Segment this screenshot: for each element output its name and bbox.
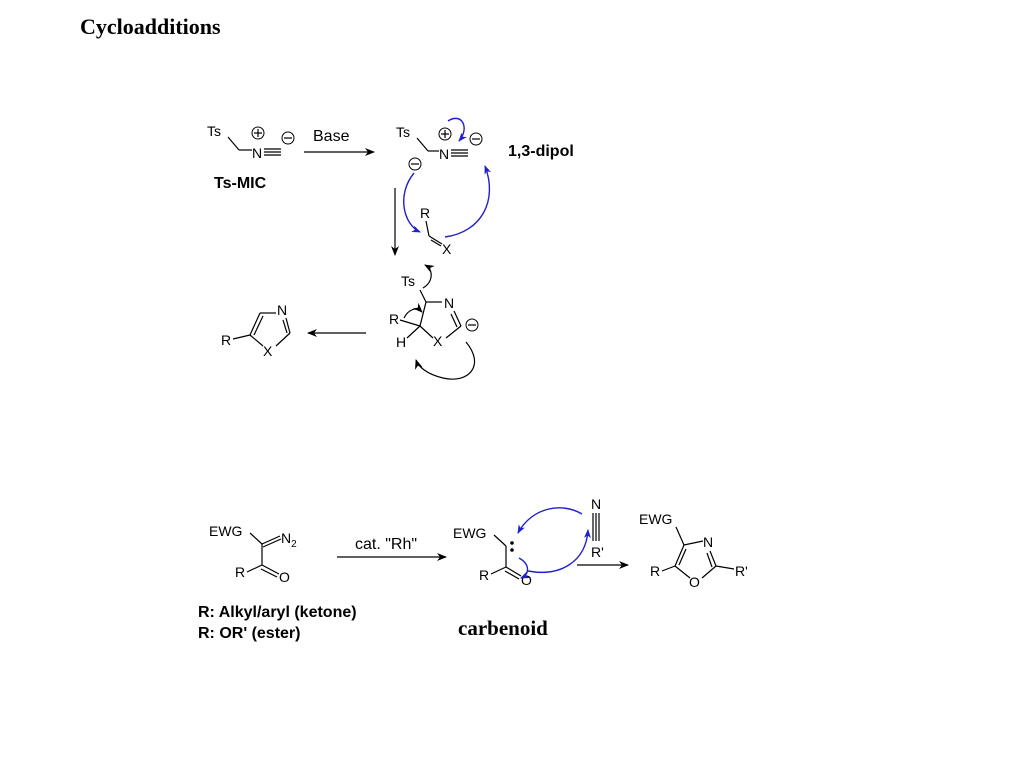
electron-dot-icon <box>510 548 514 552</box>
tsmic-structure: Ts N Ts-MIC <box>207 123 295 192</box>
oxazole-n-label: N <box>703 534 713 550</box>
oxazole-ewg-label: EWG <box>639 511 672 527</box>
plus-charge-icon <box>251 126 265 140</box>
carbenoid-ewg-label: EWG <box>453 525 486 541</box>
intermediate-r-label: R <box>389 311 399 327</box>
nitrile-structure: N R' <box>591 496 604 560</box>
nitrile-r-label: R' <box>591 544 604 560</box>
base-arrow-label: Base <box>313 128 350 145</box>
curved-arrow-icon <box>422 264 435 289</box>
dipole-structure: Ts N 1,3-dipol <box>396 124 574 171</box>
minus-charge-icon <box>408 157 422 171</box>
curved-arrow-icon <box>517 507 583 534</box>
alkene-structure: R X <box>420 205 452 257</box>
diazo-structure: EWG N2 R O <box>209 523 297 585</box>
carbenoid-label: carbenoid <box>458 616 548 640</box>
oxazole-structure: EWG N O R R' <box>639 511 748 590</box>
tsmic-name: Ts-MIC <box>214 175 267 192</box>
intermediate-structure: Ts N X R H <box>389 273 479 350</box>
dipole-n-label: N <box>439 146 449 162</box>
diazo-r-label: R <box>235 564 245 580</box>
tsmic-ts-label: Ts <box>207 123 221 139</box>
oxazole-o-label: O <box>689 574 700 590</box>
oxazole-r2-label: R' <box>735 563 748 579</box>
r-note-ketone: R: Alkyl/aryl (ketone) <box>198 604 357 621</box>
dipole-label: 1,3-dipol <box>508 143 574 160</box>
curved-arrow-icon <box>518 557 530 579</box>
curved-arrow-icon <box>403 302 423 319</box>
dipole-ts-label: Ts <box>396 124 410 140</box>
plus-charge-icon <box>438 127 452 141</box>
curved-arrow-icon <box>447 117 467 142</box>
product-n-label: N <box>277 302 287 318</box>
product-structure: R N X <box>221 302 291 359</box>
rh-arrow-label: cat. "Rh" <box>355 536 417 553</box>
page-title: Cycloadditions <box>80 14 221 39</box>
diazo-n2-label: N2 <box>281 530 297 550</box>
minus-charge-icon <box>469 132 483 146</box>
diazo-o-label: O <box>279 569 290 585</box>
minus-charge-icon <box>281 131 295 145</box>
alkene-r-label: R <box>420 205 430 221</box>
product-r-label: R <box>221 332 231 348</box>
tsmic-n-label: N <box>252 145 262 161</box>
intermediate-n-label: N <box>444 295 454 311</box>
oxazole-r-label: R <box>650 563 660 579</box>
intermediate-x-label: X <box>433 333 443 349</box>
electron-dot-icon <box>510 541 514 545</box>
curved-arrow-icon <box>415 341 476 380</box>
r-note-ester: R: OR' (ester) <box>198 625 300 642</box>
minus-charge-icon <box>465 318 479 332</box>
alkene-x-label: X <box>442 241 452 257</box>
intermediate-ts-label: Ts <box>401 273 415 289</box>
nitrile-n-label: N <box>591 496 601 512</box>
curved-arrow-icon <box>444 165 492 238</box>
curved-arrow-icon <box>527 529 591 573</box>
product-x-label: X <box>263 343 273 359</box>
intermediate-h-label: H <box>396 334 406 350</box>
curved-arrow-icon <box>403 172 421 233</box>
diazo-ewg-label: EWG <box>209 523 242 539</box>
carbenoid-o-label: O <box>521 572 532 588</box>
carbenoid-r-label: R <box>479 567 489 583</box>
carbenoid-structure: EWG R O carbenoid <box>453 525 548 640</box>
